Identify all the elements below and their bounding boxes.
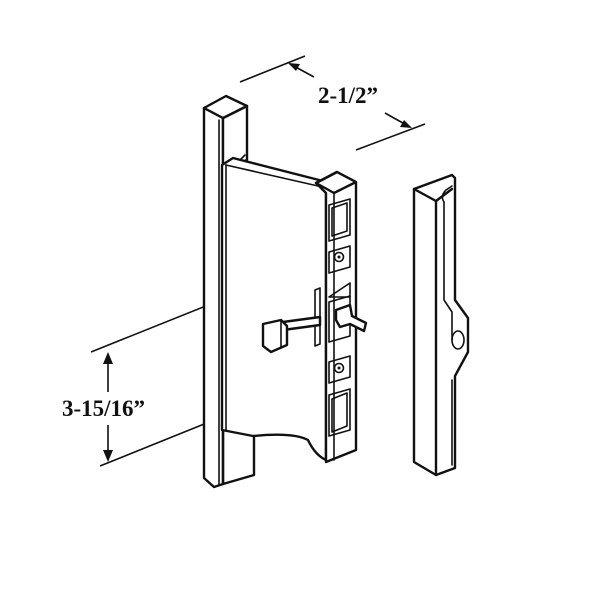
width-dimension-label: 2-1/2”	[318, 83, 379, 108]
hole-spacing-dimension-label: 3-15/16”	[62, 396, 146, 421]
thumb-lever[interactable]	[261, 315, 322, 354]
latch-housing	[220, 154, 368, 464]
width-dimension	[239, 55, 426, 151]
keeper	[412, 173, 470, 477]
